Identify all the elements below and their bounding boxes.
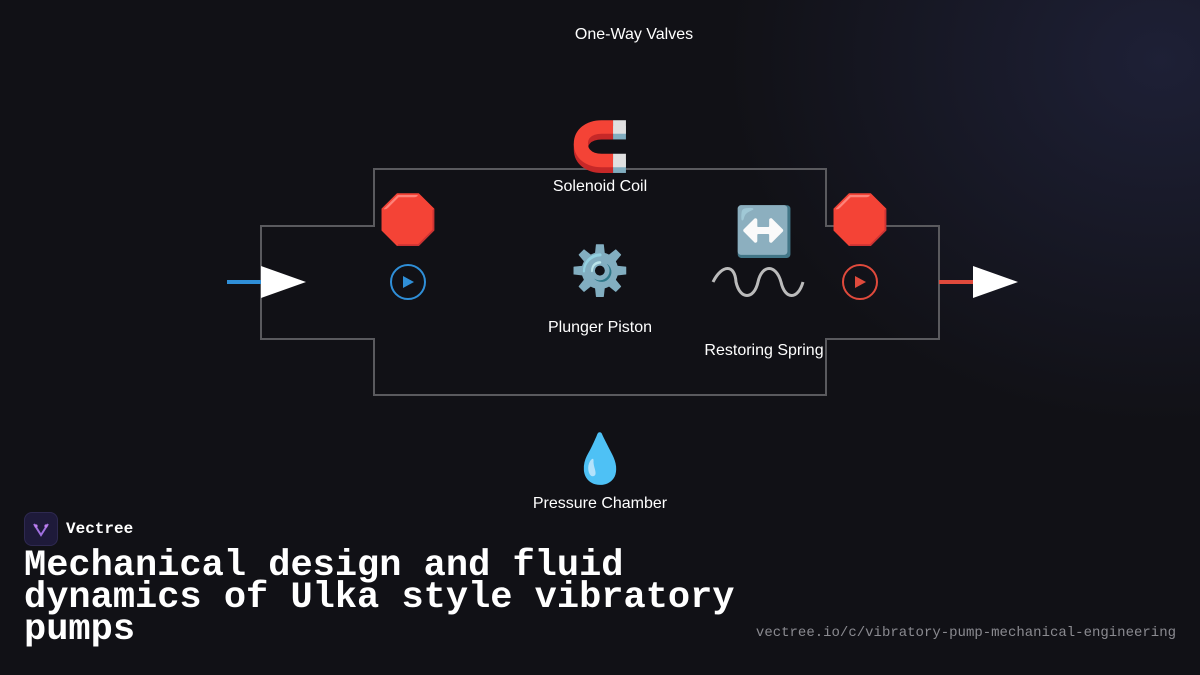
pump-housing-outline <box>260 168 940 396</box>
plunger-piston-label: Plunger Piston <box>547 319 653 336</box>
outlet-arrow-icon <box>973 266 1018 298</box>
pressure-chamber-label: Pressure Chamber <box>532 495 668 512</box>
inlet-valve-play-icon <box>390 264 426 300</box>
left-right-arrow-icon: ↔️ <box>734 206 794 259</box>
outlet-valve-play-icon <box>842 264 878 300</box>
one-way-valves-label: One-Way Valves <box>574 26 694 43</box>
gear-icon: ⚙️ <box>570 245 630 298</box>
magnet-icon: 🧲 <box>570 121 630 174</box>
inlet-valve-stop-sign-icon: 🛑 <box>378 194 438 247</box>
solenoid-coil-label: Solenoid Coil <box>552 178 648 195</box>
page-title: Mechanical design and fluid dynamics of … <box>24 545 735 651</box>
restoring-spring-label: Restoring Spring <box>704 342 824 359</box>
vectree-logo-icon <box>24 512 58 546</box>
spring-wave-icon <box>711 267 805 297</box>
source-url: vectree.io/c/vibratory-pump-mechanical-e… <box>755 625 1176 641</box>
brand-name: Vectree <box>66 520 134 538</box>
inlet-arrow-icon <box>261 266 306 298</box>
brand: Vectree <box>24 512 133 546</box>
droplet-icon: 💧 <box>570 433 630 486</box>
outlet-valve-stop-sign-icon: 🛑 <box>830 194 890 247</box>
